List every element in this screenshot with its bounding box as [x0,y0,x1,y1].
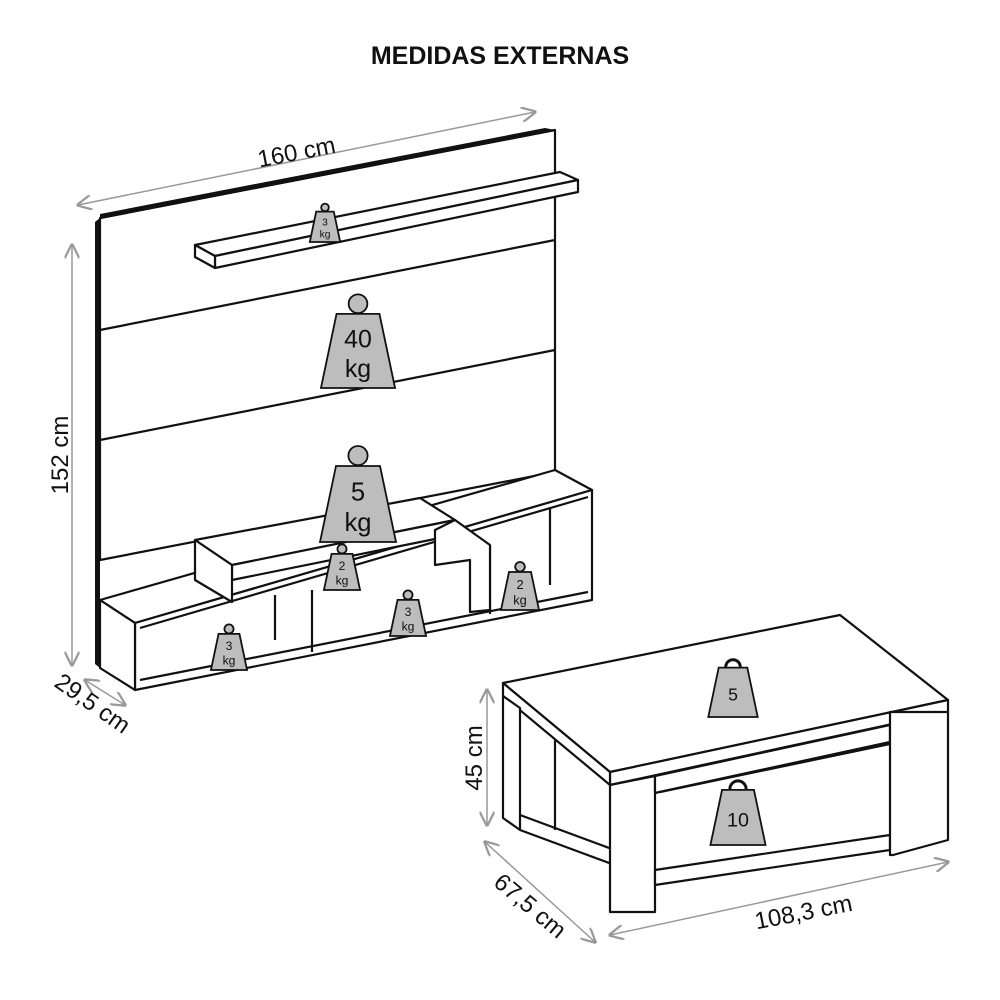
weight-body [388,599,428,637]
weight-body [499,571,541,611]
weight-icon: 2kg [322,543,362,591]
weight-unit: kg [344,509,371,537]
weight-icon: 5 [707,658,759,718]
weight-icon: 3kg [388,589,428,637]
weight-body [322,553,362,591]
panel-width-label: 160 cm [255,132,337,174]
weight-body [709,789,767,846]
weight-value: 10 [727,809,749,831]
panel-side-edge [95,218,100,668]
weight-value: 3 [322,217,328,228]
weight-body [308,210,342,243]
weight-body [707,666,759,718]
weight-value: 5 [351,478,365,506]
weight-unit: kg [402,620,415,634]
table-leg [888,710,950,857]
panel-groove [99,238,556,332]
table-leg [501,694,522,832]
coffee-table [501,613,950,914]
weight-unit: kg [320,230,331,241]
weight-icon: 2kg [499,561,541,611]
weight-unit: kg [223,654,236,668]
table-depth-label: 67,5 cm [488,868,571,944]
table-width-label: 108,3 cm [753,890,855,935]
weight-unit: kg [513,592,527,607]
table-height-label: 45 cm [461,725,488,790]
weight-body [209,633,249,671]
weight-value: 3 [226,639,233,653]
panel-height-label: 152 cm [47,416,74,495]
weight-value: 3 [405,605,412,619]
diagram-title: MEDIDAS EXTERNAS [371,42,629,70]
weight-value: 2 [339,559,346,573]
table-leg [608,774,657,914]
weight-icon: 5 kg [318,445,398,543]
weight-unit: kg [336,574,349,588]
weight-unit: kg [345,355,371,383]
weight-body [319,312,397,389]
weight-value: 2 [516,577,523,592]
weight-icon: 3kg [209,623,249,671]
weight-icon: 10 [709,779,767,846]
weight-value: 5 [728,684,738,704]
weight-body [318,465,398,543]
lower-shelf [653,833,892,887]
panel-groove [99,348,556,442]
weight-icon: 3 kg [308,202,342,243]
weight-value: 40 [344,325,372,353]
